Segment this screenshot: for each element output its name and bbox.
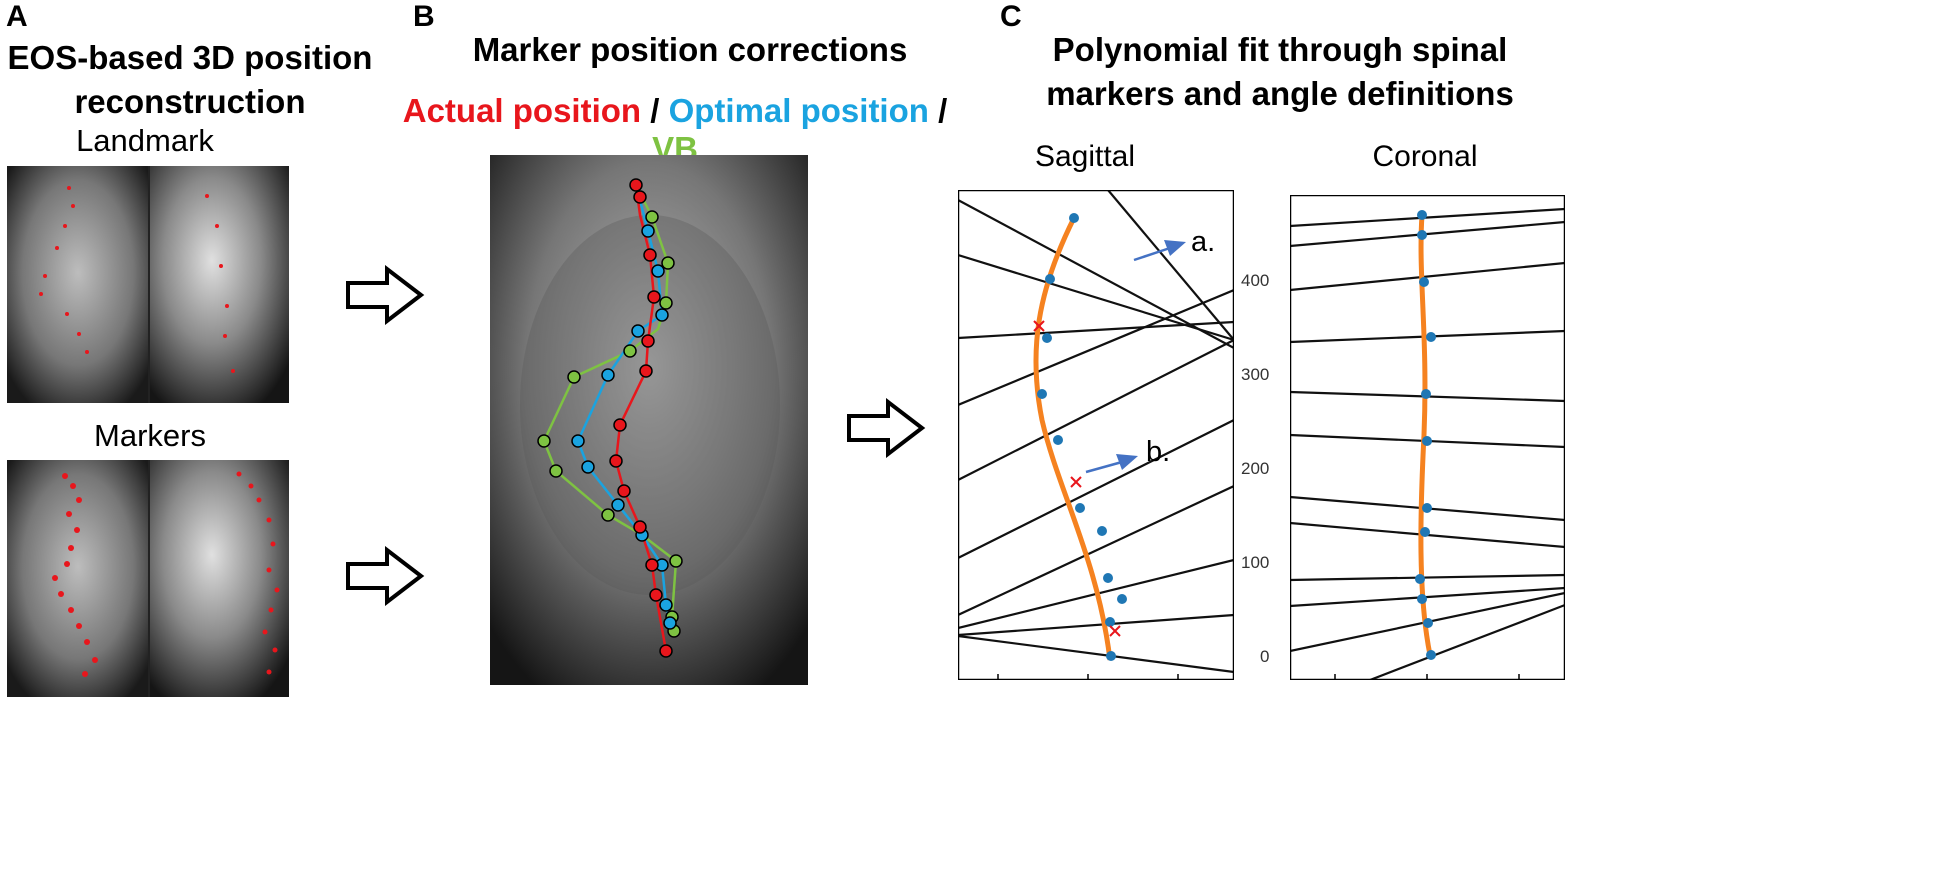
sagittal-plot [958, 190, 1234, 680]
annotation-a-label: a. [1191, 226, 1216, 258]
landmark-label: Landmark [76, 123, 214, 158]
legend-separator: / [641, 92, 669, 129]
panel-b-title: Marker position corrections [472, 31, 908, 68]
marker-correction-xray [490, 155, 808, 685]
coronal-y-tick-100: 100 [1241, 553, 1270, 572]
arrow-icon [346, 265, 425, 325]
panel-b-letter: B [413, 0, 435, 33]
coronal-y-tick-400: 400 [1241, 271, 1270, 290]
legend-actual: Actual position [402, 92, 642, 129]
panel-a-title: EOS-based 3D position reconstruction [7, 39, 373, 120]
panel-c-title: Polynomial fit through spinal markers an… [1046, 31, 1514, 112]
legend-optimal: Optimal position [668, 92, 929, 129]
annotation-b-label: b. [1146, 436, 1171, 468]
coronal-plot [1290, 195, 1565, 680]
coronal-y-tick-200: 200 [1241, 459, 1270, 478]
arrow-icon [346, 546, 425, 606]
coronal-y-tick-300: 300 [1241, 365, 1270, 384]
panel-b-legend: Actual position / Optimal position / VB [380, 92, 970, 168]
markers-label: Markers [94, 418, 206, 453]
markers-xray-image [7, 460, 289, 697]
landmark-xray-image [7, 166, 289, 403]
coronal-label: Coronal [1372, 140, 1478, 173]
panel-c-letter: C [1000, 0, 1022, 33]
sagittal-label: Sagittal [1034, 140, 1136, 173]
arrow-icon [847, 398, 926, 458]
panel-a-letter: A [6, 0, 28, 33]
legend-separator: / [928, 92, 948, 129]
coronal-y-tick-0: 0 [1260, 647, 1270, 666]
